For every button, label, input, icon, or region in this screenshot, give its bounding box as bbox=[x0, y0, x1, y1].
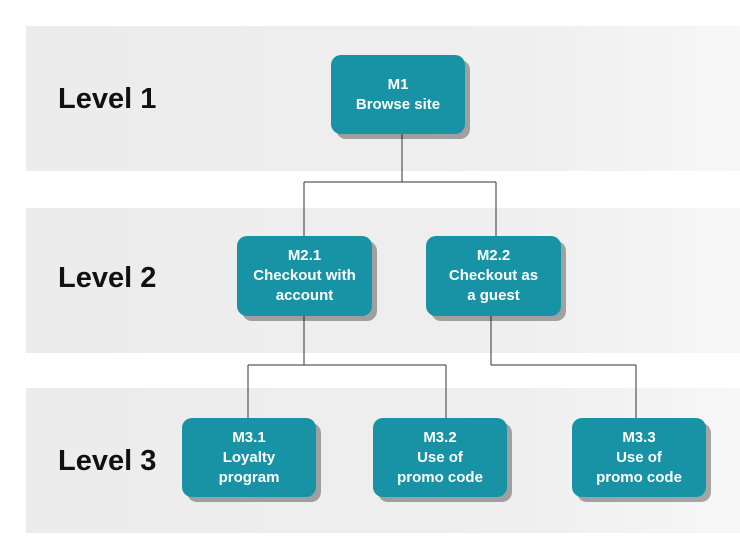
node-m3-2-code: M3.2 bbox=[423, 428, 457, 446]
node-m2-1-line-1: Checkout with bbox=[253, 267, 356, 284]
node-m3-1[interactable]: M3.1 Loyalty program bbox=[182, 418, 316, 497]
node-m2-2[interactable]: M2.2 Checkout as a guest bbox=[426, 236, 561, 316]
level-3-label: Level 3 bbox=[58, 445, 157, 477]
node-m2-2-line-1: Checkout as bbox=[448, 267, 539, 284]
node-m3-1-line-2: program bbox=[218, 468, 280, 486]
level-2-label: Level 2 bbox=[58, 262, 157, 294]
node-m2-1[interactable]: M2.1 Checkout with account bbox=[237, 236, 372, 316]
level-2-band bbox=[26, 208, 740, 353]
node-m3-2[interactable]: M3.2 Use of promo code bbox=[373, 418, 507, 497]
node-m3-1-code: M3.1 bbox=[232, 428, 266, 446]
node-m2-1-line-2: account bbox=[275, 287, 334, 304]
node-m2-2-code: M2.2 bbox=[476, 247, 511, 264]
level-1-label: Level 1 bbox=[58, 83, 157, 115]
connector-m2-1-m3 bbox=[247, 316, 447, 418]
node-m1-line-1: Browse site bbox=[355, 95, 441, 113]
node-m2-1-code: M2.1 bbox=[287, 247, 322, 264]
node-m1[interactable]: M1 Browse site bbox=[331, 55, 465, 134]
node-m3-2-line-1: Use of bbox=[417, 448, 463, 466]
node-m1-code: M1 bbox=[387, 75, 409, 93]
node-m2-2-line-2: a guest bbox=[467, 287, 520, 304]
node-m3-2-line-2: promo code bbox=[397, 468, 483, 486]
connector-m2-2-m3 bbox=[490, 316, 637, 418]
node-m3-1-line-1: Loyalty bbox=[222, 448, 276, 466]
node-m3-3-line-2: promo code bbox=[596, 468, 682, 486]
node-m3-3-code: M3.3 bbox=[622, 428, 656, 446]
node-m3-3-line-1: Use of bbox=[616, 448, 662, 466]
connector-m1-m2 bbox=[303, 134, 497, 236]
node-m3-3[interactable]: M3.3 Use of promo code bbox=[572, 418, 706, 497]
